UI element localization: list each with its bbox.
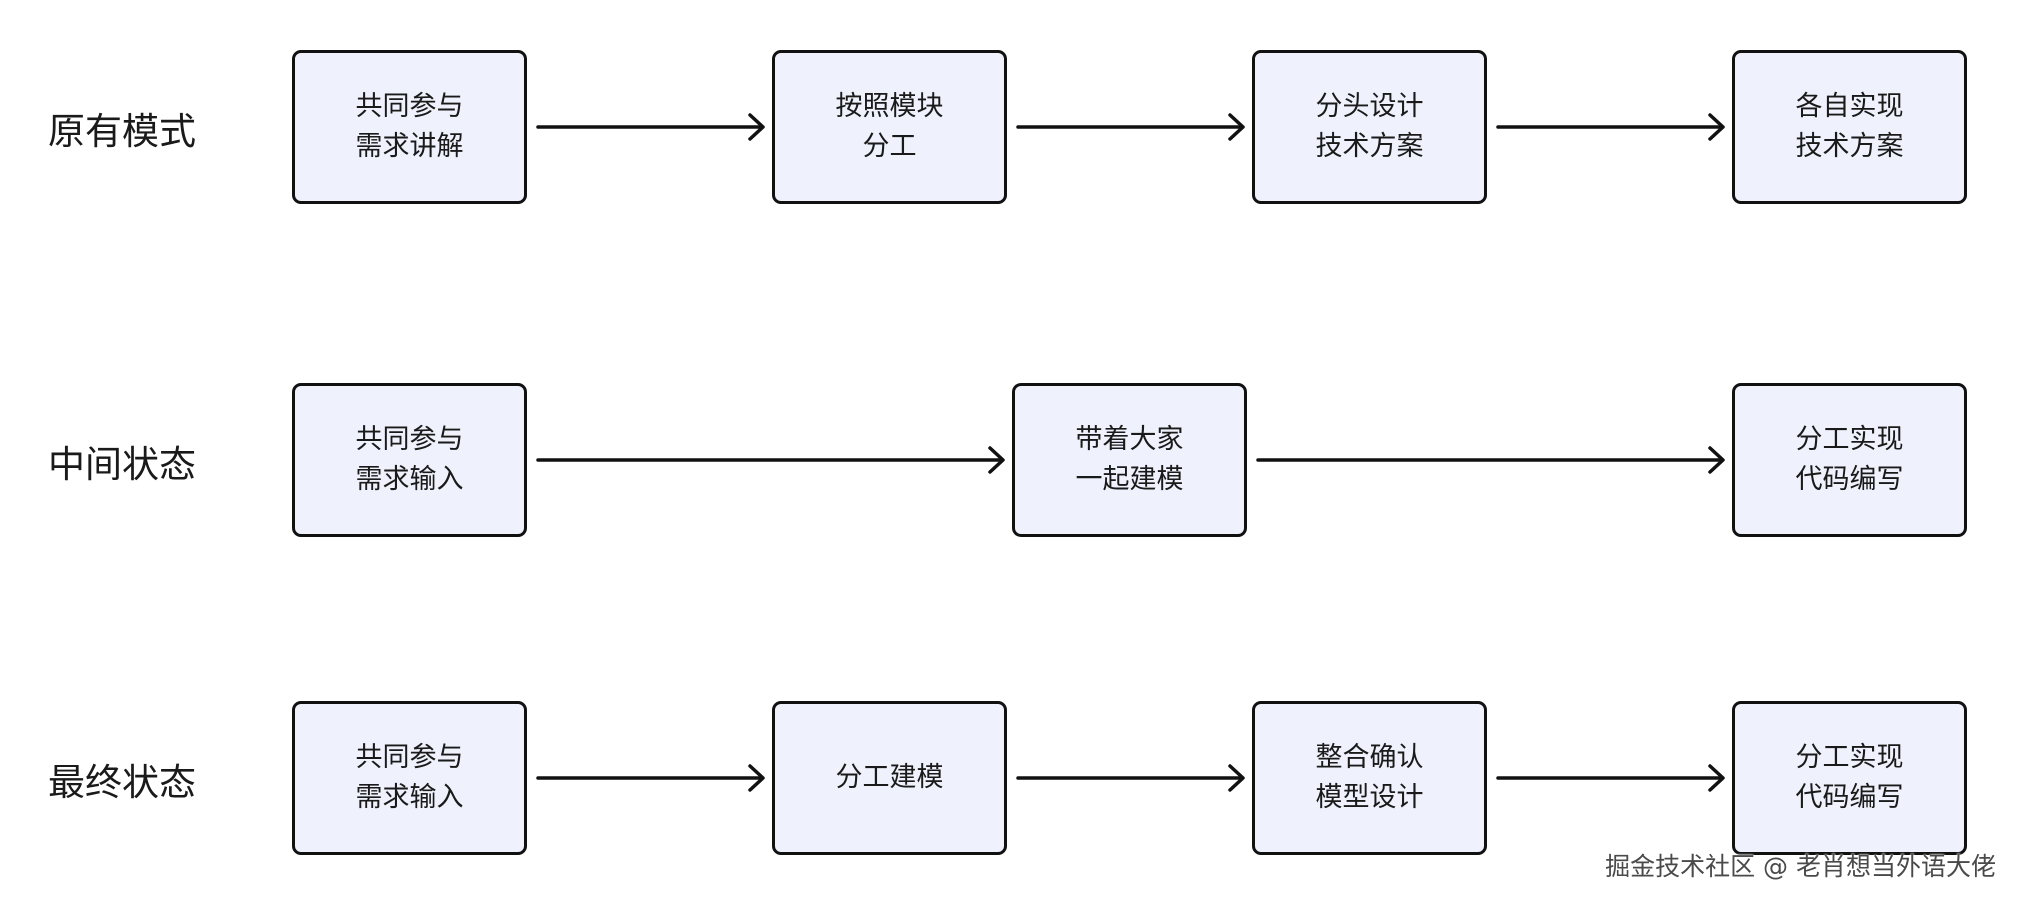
node-label: 共同参与 需求讲解 (355, 91, 464, 162)
node-intermediate-2: 带着大家 一起建模 (1012, 383, 1247, 537)
arrow-original-3-4 (1496, 113, 1725, 141)
node-intermediate-3: 分工实现 代码编写 (1732, 383, 1967, 537)
row-label-final: 最终状态 (48, 761, 196, 804)
arrow-original-1-2 (536, 113, 765, 141)
watermark: 掘金技术社区 @ 老肖想当外语大佬 (1605, 852, 1996, 881)
arrow-final-3-4 (1496, 764, 1725, 792)
node-original-3: 分头设计 技术方案 (1252, 50, 1487, 204)
arrow-final-1-2 (536, 764, 765, 792)
node-final-4: 分工实现 代码编写 (1732, 701, 1967, 855)
node-original-1: 共同参与 需求讲解 (292, 50, 527, 204)
node-label: 共同参与 需求输入 (355, 742, 464, 813)
node-final-1: 共同参与 需求输入 (292, 701, 527, 855)
arrow-final-2-3 (1016, 764, 1245, 792)
node-label: 分工建模 (835, 762, 944, 793)
node-label: 共同参与 需求输入 (355, 424, 464, 495)
node-label: 整合确认 模型设计 (1315, 742, 1424, 813)
node-label: 各自实现 技术方案 (1795, 91, 1904, 162)
node-label: 分工实现 代码编写 (1795, 742, 1904, 813)
row-label-original: 原有模式 (48, 110, 196, 153)
arrow-original-2-3 (1016, 113, 1245, 141)
node-original-4: 各自实现 技术方案 (1732, 50, 1967, 204)
node-label: 分头设计 技术方案 (1315, 91, 1424, 162)
arrow-intermediate-2-3 (1256, 446, 1725, 474)
arrow-intermediate-1-2 (536, 446, 1005, 474)
node-final-2: 分工建模 (772, 701, 1007, 855)
node-label: 带着大家 一起建模 (1075, 424, 1184, 495)
row-label-intermediate: 中间状态 (48, 443, 196, 486)
node-label: 分工实现 代码编写 (1795, 424, 1904, 495)
node-intermediate-1: 共同参与 需求输入 (292, 383, 527, 537)
node-label: 按照模块 分工 (835, 91, 944, 162)
node-final-3: 整合确认 模型设计 (1252, 701, 1487, 855)
node-original-2: 按照模块 分工 (772, 50, 1007, 204)
